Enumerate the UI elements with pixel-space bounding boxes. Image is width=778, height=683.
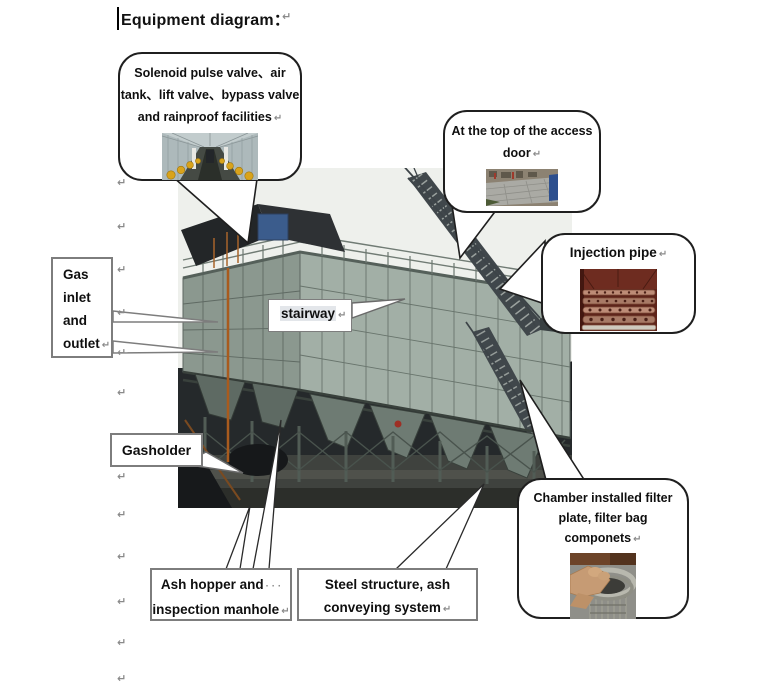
callout-text: and rainproof facilities↵ — [137, 110, 283, 124]
callout-text: Injection pipe↵ — [569, 245, 668, 260]
text-cursor — [117, 7, 119, 30]
label-text: Gasholder — [121, 442, 192, 458]
paragraph-mark: ↵ — [282, 11, 292, 23]
filter-bag-components-photo — [570, 553, 636, 619]
callout-text: plate, filter bag — [558, 511, 648, 525]
callout-injection-pipe[interactable]: Injection pipe↵ — [541, 233, 696, 334]
paragraph-mark: ↵ — [117, 471, 127, 483]
injection-pipe-photo — [580, 269, 657, 331]
paragraph-mark: ↵ — [117, 347, 127, 359]
paragraph-mark: ↵ — [281, 606, 290, 617]
paragraph-mark: ↵ — [658, 249, 668, 260]
callout-text: tank、lift valve、bypass valve — [120, 88, 300, 102]
paragraph-mark: ↵ — [117, 551, 127, 563]
paragraph-mark: ↵ — [117, 221, 127, 233]
label-gas-inlet-outlet[interactable]: Gas inlet and outlet↵ — [51, 257, 113, 358]
callout-text: Solenoid pulse valve、air — [134, 66, 286, 80]
paragraph-mark: ↵ — [101, 340, 111, 351]
label-text: Gas — [63, 267, 89, 282]
paragraph-mark: ↵ — [117, 673, 127, 683]
rainproof-enclosure-interior-photo — [162, 133, 258, 180]
label-text: inlet — [63, 290, 91, 305]
space-marks: · · · — [265, 581, 282, 592]
callout-chamber-filter[interactable]: Chamber installed filter plate, filter b… — [517, 478, 689, 619]
callout-text: door↵ — [502, 146, 542, 160]
label-text: outlet↵ — [63, 336, 111, 351]
label-text: Ash hopper and· · · — [160, 577, 282, 592]
label-steel-structure[interactable]: Steel structure, ash conveying system↵ — [297, 568, 478, 621]
callout-solenoid-valves[interactable]: Solenoid pulse valve、air tank、lift valve… — [118, 52, 302, 181]
paragraph-mark: ↵ — [633, 534, 642, 545]
label-text: inspection manhole↵ — [152, 602, 290, 617]
page-title[interactable]: Equipment diagram： — [121, 12, 290, 29]
callout-text: At the top of the access — [451, 124, 593, 138]
label-text: Steel structure, ash — [324, 577, 451, 592]
paragraph-mark: ↵ — [117, 307, 127, 319]
label-text: and — [63, 313, 88, 328]
paragraph-mark: ↵ — [117, 509, 127, 521]
label-text: conveying system↵ — [323, 600, 452, 615]
callout-access-door[interactable]: At the top of the access door↵ — [443, 110, 601, 213]
callout-text: Chamber installed filter — [533, 491, 673, 505]
label-gasholder[interactable]: Gasholder — [110, 433, 203, 467]
paragraph-mark: ↵ — [117, 387, 127, 399]
paragraph-mark: ↵ — [117, 637, 127, 649]
label-ash-hopper[interactable]: Ash hopper and· · · inspection manhole↵ — [150, 568, 292, 621]
paragraph-mark: ↵ — [532, 149, 542, 160]
callout-tails — [112, 171, 587, 570]
label-stairway[interactable]: stairway↵ — [268, 299, 352, 332]
paragraph-mark: ↵ — [117, 177, 127, 189]
paragraph-mark: ↵ — [117, 596, 127, 608]
rooftop-access-door-photo — [486, 169, 558, 206]
label-text: stairway↵ — [280, 306, 347, 321]
paragraph-mark: ↵ — [442, 604, 452, 615]
paragraph-mark: ↵ — [273, 113, 283, 124]
paragraph-mark: ↵ — [338, 310, 347, 321]
callout-text: componets↵ — [564, 531, 642, 545]
paragraph-mark: ↵ — [117, 264, 127, 276]
